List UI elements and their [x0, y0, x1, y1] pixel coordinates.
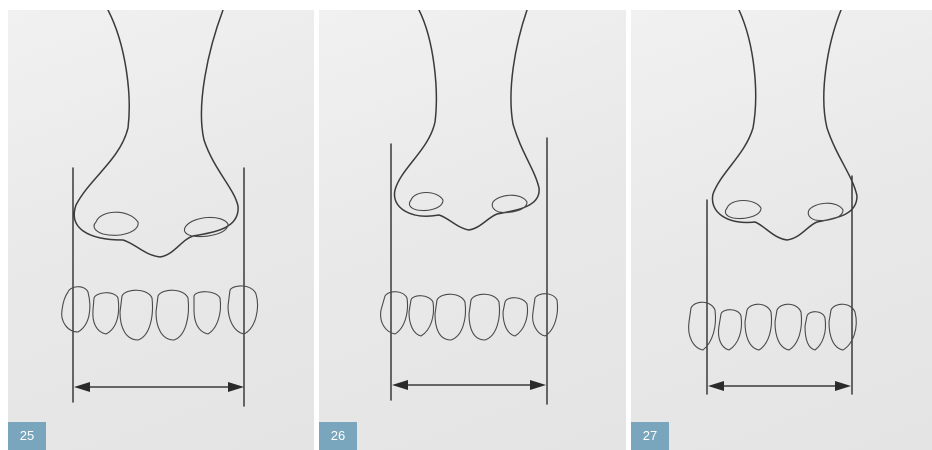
vertical-guide-lines: [391, 138, 547, 404]
width-arrow: [392, 380, 546, 390]
figure-panel-27: 27: [631, 10, 932, 450]
nose-outline: [394, 10, 539, 230]
nose-outline: [74, 10, 238, 257]
figure-panel-26: 26: [319, 10, 626, 450]
nose-teeth-drawing: [8, 10, 314, 450]
nose-outline: [712, 10, 857, 240]
figure-number-badge: 25: [8, 422, 46, 450]
nose-teeth-drawing: [319, 10, 626, 450]
figure-panel-25: 25: [8, 10, 314, 450]
teeth-row: [689, 302, 857, 350]
figure-number-badge: 26: [319, 422, 357, 450]
vertical-guide-lines: [707, 176, 852, 394]
width-arrow: [74, 382, 244, 392]
figure-number-badge: 27: [631, 422, 669, 450]
width-arrow: [708, 381, 851, 391]
vertical-guide-lines: [73, 168, 244, 406]
teeth-row: [381, 292, 558, 340]
teeth-row: [62, 286, 258, 340]
nose-teeth-drawing: [631, 10, 932, 450]
